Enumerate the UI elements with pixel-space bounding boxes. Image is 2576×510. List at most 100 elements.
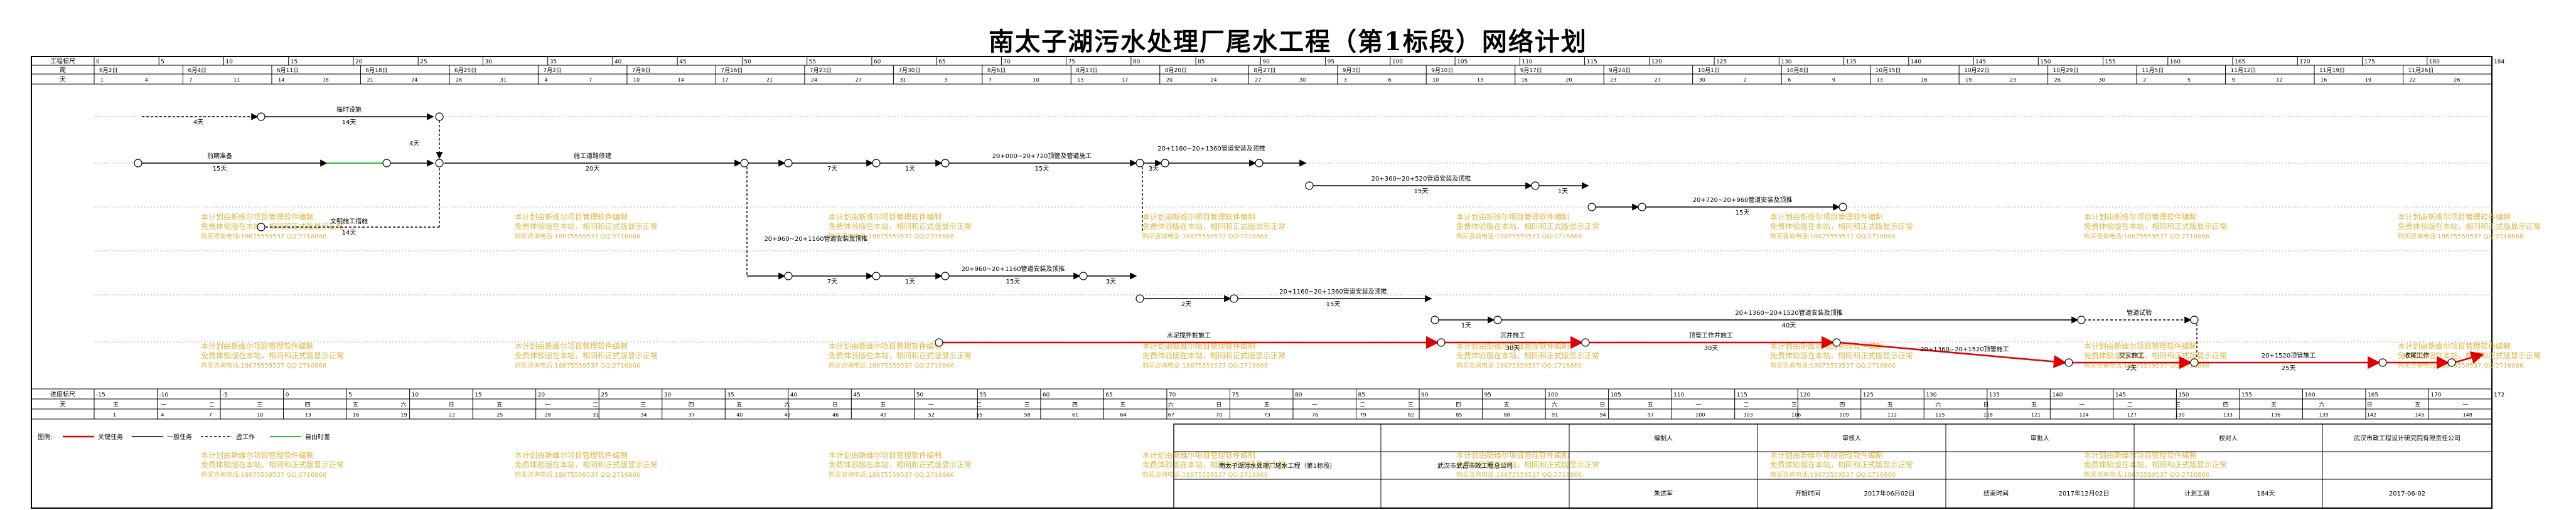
day-number-label: 52 [928,412,935,418]
day-label: 14 [678,77,684,83]
watermark-block: 本计划由斯维尔项目管理软件编制免费体验版在本站，相同和正式版显示正常购买咨询电话… [2084,450,2227,479]
day-label: 28 [456,77,462,83]
top-scale-label: 60 [874,59,881,65]
weekday-label: 二 [976,402,982,408]
day-number-label: 76 [1312,412,1318,418]
bottom-scale-label: 60 [1043,392,1050,398]
day-number-label: 121 [2031,412,2041,418]
weekday-label: 三 [1024,402,1030,408]
label-culture-dur: 14天 [342,230,357,236]
label-s1b: 1天 [905,166,915,173]
weekday-label: 六 [2319,401,2324,408]
title-block: 南太子湖污水处理厂尾水工程（第1标段） 武汉市武昌市政工程总公司 编制人 朱达军… [1173,423,2493,509]
top-scale-label: 140 [1911,59,1921,65]
top-scale-label: 145 [1975,59,1986,65]
tb-checker-label: 校对人 [2219,434,2238,442]
node-24 [1230,294,1238,303]
top-scale-label: 165 [2235,59,2245,65]
watermark-line: 免费体验版在本站，相同和正式版显示正常 [515,460,658,469]
label-crit4: 20+1360~20+1520顶管施工 [1920,345,2009,353]
day-number-label: 88 [1504,412,1510,418]
weekday-label: 一 [1695,402,1701,408]
week-date-label: 9月24日 [1609,67,1631,74]
label-pipe6-dur: 40天 [1782,322,1796,329]
weekday-label: 五 [353,402,358,408]
week-date-label: 11月19日 [2319,67,2345,74]
top-scale-label: 35 [550,59,557,65]
bottom-scale-label: 120 [1800,392,1810,398]
node-16 [1587,203,1596,211]
legend-float: 自由时差 [305,433,330,441]
label-s3e: 1天 [1461,322,1471,329]
bottom-scale-label: 35 [727,392,734,398]
label-s3b: 1天 [905,279,915,285]
top-scale-label: 100 [1392,59,1403,65]
watermark-line: 免费体验版在本站，相同和正式版显示正常 [201,460,344,469]
tb-date-print: 2017-06-02 [2389,491,2425,497]
node-9 [872,159,881,167]
node-32 [1832,338,1841,347]
day-label: 16 [1921,77,1927,83]
top-scale-label: 135 [1846,59,1857,65]
watermark-block: 本计划由斯维尔项目管理软件编制免费体验版在本站，相同和正式版显示正常购买咨询电话… [1456,212,1599,240]
top-scale-label: 95 [1328,59,1334,65]
node-10 [941,159,950,167]
label-culture: 文明施工措施 [330,217,368,225]
node-14 [1305,181,1314,190]
node-1 [134,159,142,167]
day-label: 31 [500,77,507,83]
day-number-label: 13 [305,412,311,418]
day-label: 17 [1122,77,1128,83]
weekday-label: 五 [736,402,742,408]
watermark-line: 本计划由斯维尔项目管理软件编制 [1770,450,1883,460]
day-number-label: 82 [1408,412,1414,418]
weekday-label: 五 [113,402,119,408]
day-label: 2 [1743,77,1746,83]
weekday-label: 二 [209,402,215,408]
bottom-scale-label: 80 [1295,392,1302,398]
week-date-label: 10月1日 [1698,67,1720,74]
bottom-scale-label: -5 [222,392,228,398]
day-label: 7 [589,77,592,83]
node-34 [2190,358,2199,367]
label-pipe1-dur: 15天 [1035,166,1049,173]
week-date-label: 7月16日 [721,67,743,74]
day-number-label: 34 [640,412,647,418]
watermark-line: 本计划由斯维尔项目管理软件编制 [515,450,628,460]
week-date-label: 7月30日 [898,67,920,74]
bottom-scale-label: -15 [96,392,105,398]
tb-approver-label: 审批人 [2031,434,2049,442]
watermark-line: 本计划由斯维尔项目管理软件编制 [201,212,314,221]
watermark-line: 免费体验版在本站，相同和正式版显示正常 [201,221,344,231]
weekday-label: 日 [1216,401,1221,408]
label-s1a: 7天 [827,166,837,173]
node-21 [941,272,950,280]
watermark-line: 购买咨询电话:18675559537 QQ:2716866 [1456,470,1582,479]
day-number-label: 43 [785,412,791,418]
day-number-label: 103 [1744,412,1753,418]
day-label: 13 [1077,77,1083,83]
node-25 [1430,316,1439,324]
bottom-scale-label: 30 [664,392,672,398]
day-label: 7 [189,77,192,83]
top-scale-label: 110 [1521,59,1532,65]
bottom-scale-label: 172 [2494,392,2504,398]
watermark-line: 本计划由斯维尔项目管理软件编制 [829,450,942,460]
week-date-label: 8月13日 [1076,67,1098,74]
top-scale-label: 0 [96,59,100,65]
day-number-label: 1 [113,412,116,418]
legend-normal: 一般任务 [167,433,192,441]
weekday-label: 日 [1599,401,1605,408]
day-number-label: 94 [1599,412,1606,418]
bottom-scale-label: -10 [159,392,169,398]
watermark-line: 免费体验版在本站，相同和正式版显示正常 [829,351,972,360]
watermark-block: 本计划由斯维尔项目管理软件编制免费体验版在本站，相同和正式版显示正常购买咨询电话… [515,341,658,369]
bottom-scale-label: 170 [2430,392,2441,398]
watermark-block: 本计划由斯维尔项目管理软件编制免费体验版在本站，相同和正式版显示正常购买咨询电话… [1142,341,1285,369]
legend: 图例: 关键任务 一般任务 虚工作 自由时差 [38,433,330,441]
day-number-label: 25 [496,412,503,418]
week-date-label: 10月29日 [2053,67,2079,74]
top-scale-label: 175 [2364,59,2375,65]
day-number-label: 46 [832,412,839,418]
